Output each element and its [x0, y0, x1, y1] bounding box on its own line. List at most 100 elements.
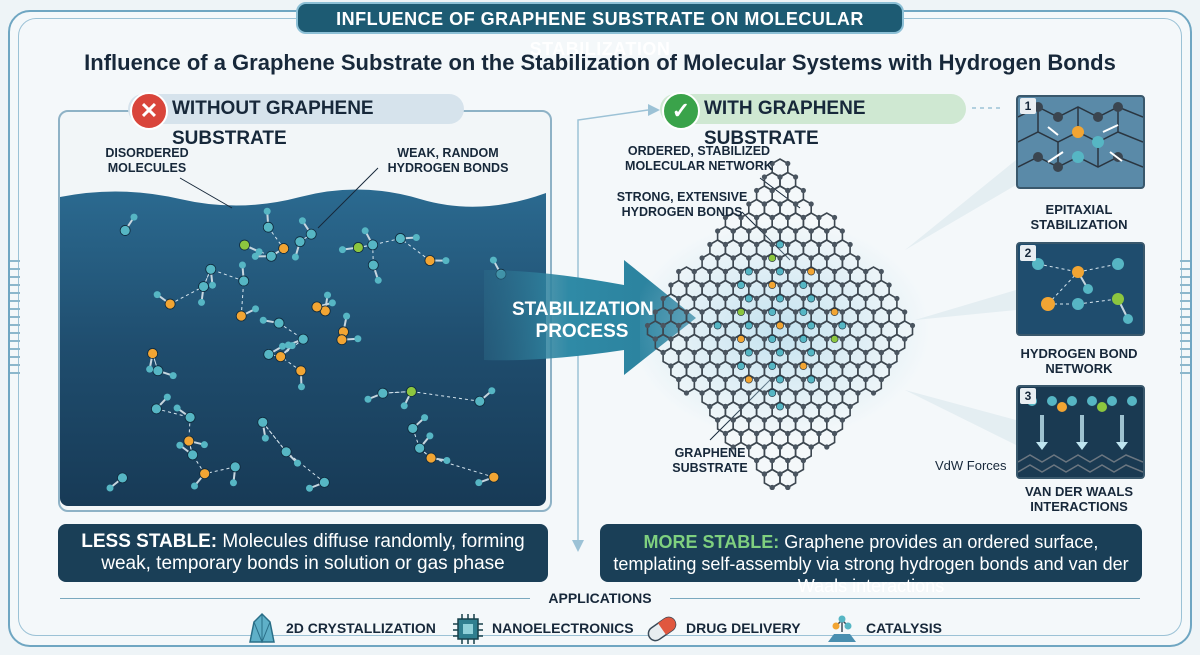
- network-atom: [744, 348, 753, 357]
- carbon-atom: [839, 417, 845, 423]
- network-atom: [807, 267, 816, 276]
- carbon-atom: [769, 187, 775, 194]
- carbon-atom: [746, 336, 752, 342]
- carbon-atom: [808, 390, 814, 396]
- network-atom: [737, 308, 745, 316]
- carbon-atom: [660, 349, 666, 356]
- molecule-atom: [421, 414, 429, 422]
- carbon-atom: [761, 255, 768, 261]
- carbon-atom: [769, 241, 775, 248]
- molecule-atom: [293, 459, 301, 467]
- carbon-atom: [878, 322, 884, 329]
- molecule-atom: [252, 305, 260, 313]
- carbon-atom: [676, 349, 682, 356]
- applications-title: APPLICATIONS: [548, 590, 652, 606]
- carbon-atom: [878, 376, 884, 383]
- carbon-atom: [777, 417, 783, 423]
- network-atom: [776, 294, 784, 303]
- carbon-atom: [668, 336, 674, 342]
- without-label-text: WITHOUT GRAPHENE SUBSTRATE: [172, 98, 374, 149]
- carbon-atom: [785, 430, 791, 437]
- molecule-atom: [295, 365, 307, 377]
- carbon-atom: [699, 363, 705, 369]
- carbon-atom: [800, 376, 806, 383]
- carbon-atom: [878, 349, 884, 356]
- carbon-atom: [816, 430, 822, 437]
- carbon-atom: [691, 349, 697, 356]
- carbon-atom: [691, 376, 697, 383]
- molecule-atom: [273, 317, 285, 329]
- carbon-atom: [847, 322, 853, 329]
- network-atom: [799, 308, 808, 316]
- carbon-atom: [886, 309, 892, 315]
- capsule-icon: [647, 616, 677, 642]
- carbon-atom: [722, 268, 729, 275]
- carbon-atom: [800, 349, 806, 356]
- carbon-atom: [769, 430, 775, 437]
- molecule-atom: [259, 316, 267, 324]
- carbon-atom: [855, 309, 861, 315]
- network-atom: [799, 281, 808, 289]
- carbon-atom: [777, 336, 783, 342]
- molecule-atom: [377, 387, 389, 399]
- check-icon: ✓: [662, 92, 700, 130]
- carbon-atom: [722, 430, 729, 437]
- hydrogen-bond: [382, 390, 412, 394]
- carbon-atom: [730, 282, 736, 288]
- carbon-atom: [824, 255, 830, 261]
- molecule-atom: [147, 348, 159, 359]
- carbon-atom: [808, 282, 814, 288]
- network-atom: [807, 321, 816, 330]
- carbon-atom: [699, 309, 705, 315]
- molecule-atom: [238, 261, 246, 269]
- carbon-atom: [800, 457, 806, 464]
- carbon-atom: [707, 403, 713, 410]
- molecule-atom: [146, 365, 154, 373]
- network-atom: [799, 335, 808, 343]
- carbon-atom: [668, 282, 674, 288]
- carbon-atom: [870, 309, 877, 315]
- carbon-atom: [660, 322, 666, 329]
- carbon-atom: [785, 484, 791, 490]
- molecule-atom: [279, 342, 287, 350]
- carbon-atom: [777, 309, 783, 315]
- carbon-atom: [746, 201, 752, 207]
- carbon-atom: [792, 363, 799, 369]
- graphene-hexagon: [864, 374, 883, 394]
- network-atom: [737, 335, 745, 343]
- hydrogen-bond: [267, 226, 285, 249]
- molecule-atom: [173, 404, 181, 412]
- carbon-atom: [800, 214, 806, 221]
- carbon-atom: [722, 295, 729, 302]
- carbon-atom: [707, 295, 713, 302]
- carbon-atom: [847, 376, 853, 383]
- carbon-atom: [683, 336, 690, 342]
- carbon-atom: [722, 322, 729, 329]
- molecule-atom: [130, 213, 138, 221]
- carbon-atom: [754, 403, 760, 410]
- carbon-atom: [769, 214, 775, 221]
- molecule-atom: [209, 281, 217, 289]
- molecule-atom: [318, 476, 330, 488]
- carbon-atom: [870, 336, 877, 342]
- carbon-atom: [722, 349, 729, 356]
- carbon-atom: [761, 363, 768, 369]
- carbon-atom: [847, 349, 853, 356]
- inset-number: 1: [1020, 98, 1036, 114]
- carbon-atom: [777, 390, 783, 396]
- carbon-atom: [730, 228, 736, 234]
- carbon-atom: [754, 349, 760, 356]
- carbon-atom: [761, 417, 768, 423]
- carbon-atom: [660, 295, 666, 302]
- callout-graphene-substrate: GRAPHENE SUBSTRATE: [672, 446, 748, 475]
- molecule-atom: [489, 256, 497, 264]
- carbon-atom: [730, 336, 736, 342]
- molecule-atom: [352, 242, 364, 253]
- with-graphene-label: ✓ WITH GRAPHENE SUBSTRATE: [660, 92, 966, 149]
- carbon-atom: [769, 160, 775, 167]
- carbon-atom: [785, 457, 791, 464]
- carbon-atom: [785, 403, 791, 410]
- carbon-atom: [754, 376, 760, 383]
- app-label: NANOELECTRONICS: [492, 620, 634, 636]
- carbon-atom: [792, 417, 799, 423]
